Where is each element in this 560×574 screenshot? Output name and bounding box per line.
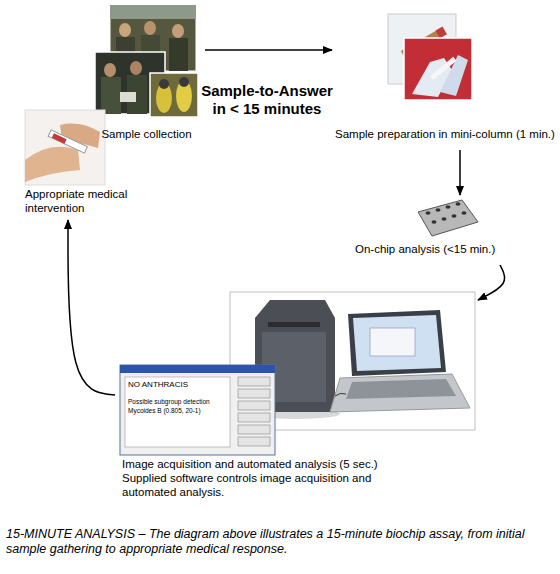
- sample-collection-photos-part: [120, 92, 136, 102]
- biochip-icon-part: [456, 202, 461, 206]
- reader-and-laptop-photo-part: [268, 322, 320, 327]
- medical-photo-part: [48, 130, 87, 153]
- reader-and-laptop-photo-part: [335, 393, 346, 396]
- biochip-icon: [418, 200, 478, 236]
- flow-arrow: [68, 220, 115, 395]
- sample-preparation-photos-part: [430, 57, 456, 80]
- sample-collection-photos-part: [101, 77, 121, 114]
- medical-photo: [25, 110, 105, 185]
- process-step: On-chip analysis (<15 min.): [352, 195, 534, 265]
- reader-and-laptop-photo-part: [330, 374, 470, 412]
- process-step: Appropriate medical intervention: [22, 108, 149, 220]
- biochip-icon-part: [442, 217, 447, 221]
- software-screenshot-part: [238, 401, 270, 410]
- sample-collection-photos-part: [144, 21, 156, 35]
- software-screenshot: [120, 365, 275, 455]
- software-screenshot-part: [238, 437, 270, 446]
- sample-collection-photos-part: [104, 63, 116, 77]
- software-screenshot-part: [125, 377, 230, 447]
- biochip-icon-part: [436, 208, 441, 212]
- biochip-icon-part: [446, 205, 451, 209]
- software-screenshot-part: [238, 377, 270, 386]
- medical-photo-part: [25, 147, 80, 182]
- biochip-icon-part: [452, 214, 457, 218]
- biochip-icon-part: [432, 220, 437, 224]
- center-heading-holder: Sample-to-Answer in < 15 minutes: [197, 82, 337, 118]
- sample-collection-photos-part: [179, 77, 189, 87]
- center-heading: Sample-to-Answer in < 15 minutes: [197, 82, 337, 118]
- reader-and-laptop-photo-part: [353, 315, 441, 371]
- screen-text-holder: NO ANTHRACIS: [128, 380, 228, 390]
- screen-text-holder: Mycoides B (0.805, 20-1): [128, 407, 228, 415]
- reader-and-laptop-photo-part: [230, 292, 475, 430]
- step-label: Supplied software controls image acquisi…: [115, 472, 400, 500]
- sample-collection-photos-part: [169, 38, 188, 71]
- biochip-icon-part: [418, 200, 478, 236]
- process-step: Sample collection: [88, 4, 205, 154]
- software-screenshot-part: [238, 413, 270, 422]
- software-screenshot-part: [120, 365, 275, 373]
- step-label: Sample preparation in mini-column (1 min…: [332, 128, 559, 142]
- screen-text: NO ANTHRACIS: [128, 380, 228, 390]
- software-screenshot-part: [238, 389, 270, 398]
- sample-collection-photos-part: [172, 24, 184, 38]
- sample-preparation-photos-part: [436, 27, 447, 39]
- sample-collection-photos: [95, 5, 198, 117]
- figure-caption-holder: 15-MINUTE ANALYSIS – The diagram above i…: [6, 527, 546, 557]
- flow-arrow: [205, 49, 332, 51]
- reader-and-laptop-photo-part: [346, 379, 456, 399]
- figure-caption: 15-MINUTE ANALYSIS – The diagram above i…: [6, 527, 546, 557]
- reader-and-laptop-photo-part: [348, 310, 446, 376]
- medical-photo-part: [52, 133, 67, 143]
- reader-and-laptop-photo-part: [370, 328, 415, 356]
- screen-text-holder: Possible subgroup detection: [128, 398, 228, 406]
- software-screenshot-part: [120, 365, 275, 455]
- sample-preparation-photos-part: [404, 38, 472, 100]
- step-label: Sample collection: [88, 128, 205, 142]
- step-label: Image acquisition and automated analysis…: [115, 458, 515, 472]
- sample-collection-photos-part: [119, 23, 131, 37]
- biochip-icon-part: [426, 211, 431, 215]
- screen-text: Possible subgroup detection: [128, 398, 228, 406]
- sample-collection-photos-part: [110, 5, 196, 19]
- reader-and-laptop-photo: [230, 292, 475, 430]
- screen-text: Mycoides B (0.805, 20-1): [128, 407, 228, 415]
- sample-collection-photos-part: [159, 79, 169, 89]
- sample-preparation-photos: [388, 14, 472, 100]
- sample-collection-photos-part: [130, 61, 142, 75]
- sample-collection-photos-part: [150, 73, 198, 117]
- flow-arrow: [459, 150, 461, 195]
- step-label: Appropriate medical intervention: [22, 188, 149, 216]
- process-step: Sample preparation in mini-column (1 min…: [332, 10, 559, 150]
- software-screenshot-part: [238, 425, 270, 434]
- flow-arrow: [478, 265, 505, 300]
- step-label: On-chip analysis (<15 min.): [352, 243, 534, 257]
- medical-photo-part: [25, 110, 105, 185]
- biochip-icon-part: [462, 211, 467, 215]
